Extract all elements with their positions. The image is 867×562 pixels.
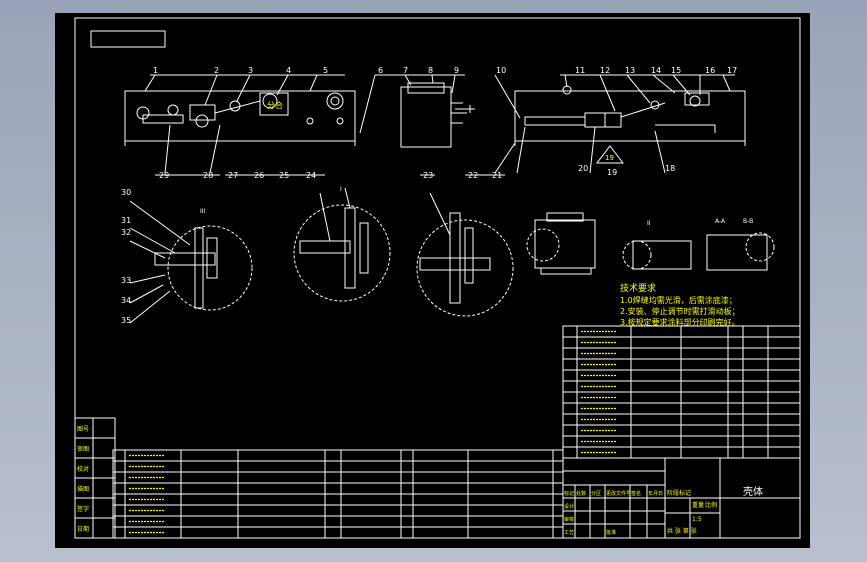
sidebar-label-3: 校对 [77, 465, 89, 473]
parts-list-bottom [112, 449, 564, 539]
section-mark-ii: II [647, 220, 651, 227]
label-12: 12 [600, 66, 610, 75]
section-mark-bb: B-B [743, 218, 753, 225]
svg-text:19: 19 [605, 154, 614, 162]
code-box [90, 30, 166, 48]
tb-label-sign: 签名 [631, 490, 641, 497]
sidebar-label-4: 描图 [77, 485, 89, 493]
tech-req-item-1: 1.0焊缝均需光滑，后需涂底漆； [620, 295, 737, 305]
label-13: 13 [625, 66, 635, 75]
label-19: 19 [607, 168, 617, 177]
label-30: 30 [121, 188, 131, 197]
drawing-sheet: 分合 19 1 2 3 4 5 6 7 8 [55, 13, 810, 548]
tb-scale-value: 1:5 [692, 516, 702, 523]
tb-stage-label: 阶段标记 [667, 489, 691, 497]
label-6: 6 [378, 66, 383, 75]
drawing-canvas: 分合 19 1 2 3 4 5 6 7 8 [74, 17, 801, 539]
label-5: 5 [323, 66, 328, 75]
label-15: 15 [671, 66, 681, 75]
sidebar-label-2: 审图 [77, 445, 89, 453]
tech-req-item-3: 3.按规定要求涂料部分印刷完好。 [620, 317, 740, 327]
drawing-border [74, 17, 801, 539]
label-7: 7 [403, 66, 408, 75]
label-35: 35 [121, 316, 131, 325]
label-3: 3 [248, 66, 253, 75]
section-view-b: A-A B-B [706, 218, 775, 271]
label-1: 1 [153, 66, 158, 75]
svg-text:分合: 分合 [267, 100, 283, 110]
label-9: 9 [454, 66, 459, 75]
tb-label-zone: 分区 [591, 490, 601, 497]
main-assembly-view: 分合 19 [124, 74, 746, 174]
left-sidebar: 图号 审图 校对 描图 签字 日期 [74, 417, 116, 539]
detail-view-i-right [416, 192, 514, 317]
sidebar-label-5: 签字 [77, 505, 89, 513]
drawing-title: 壳体 [743, 485, 763, 498]
label-32: 32 [121, 228, 131, 237]
label-20: 20 [578, 164, 588, 173]
label-4: 4 [286, 66, 291, 75]
tb-label-design: 设计 [564, 503, 574, 510]
tb-sheet-label: 共 张 第 张 [667, 527, 697, 535]
detail-view-iii: III [129, 200, 253, 324]
tb-label-review: 审核 [564, 516, 574, 523]
tb-scale-label: 比例 [705, 501, 717, 509]
label-34: 34 [121, 296, 131, 305]
label-11: 11 [575, 66, 585, 75]
tb-label-mark: 标记 [564, 490, 574, 497]
label-14: 14 [651, 66, 661, 75]
label-31: 31 [121, 216, 131, 225]
tb-label-change-doc: 更改文件号 [606, 490, 631, 497]
tb-weight-label: 重量 [692, 501, 704, 509]
label-16: 16 [705, 66, 715, 75]
section-view-a [526, 212, 596, 275]
tb-label-process: 工艺 [564, 530, 574, 536]
tech-req-item-2: 2.安装、停止调节时需打滑动板； [620, 306, 740, 316]
sidebar-label-6: 日期 [77, 525, 89, 533]
tech-requirements: 技术要求 1.0焊缝均需光滑，后需涂底漆； 2.安装、停止调节时需打滑动板； 3… [620, 282, 740, 327]
label-33: 33 [121, 276, 131, 285]
label-18: 18 [665, 164, 675, 173]
section-mark-iii: III [200, 208, 206, 215]
tb-label-count: 处数 [576, 490, 586, 497]
section-view-ii: II [622, 220, 692, 270]
section-mark-aa: A-A [715, 218, 726, 225]
parts-list-right [562, 325, 801, 459]
label-10: 10 [496, 66, 506, 75]
sidebar-label-1: 图号 [77, 426, 89, 433]
tb-label-approve: 批准 [606, 529, 616, 536]
leader-bars [150, 74, 735, 176]
label-8: 8 [428, 66, 433, 75]
detail-view-i-left: I [293, 186, 391, 302]
section-mark-i: I [340, 186, 342, 193]
label-17: 17 [727, 66, 737, 75]
tb-label-date: 年月日 [648, 490, 663, 497]
title-block: 标记 处数 分区 更改文件号 签名 年月日 设计 审核 工艺 批准 阶段标记 重… [562, 457, 801, 539]
tech-req-heading: 技术要求 [620, 282, 656, 294]
label-2: 2 [214, 66, 219, 75]
